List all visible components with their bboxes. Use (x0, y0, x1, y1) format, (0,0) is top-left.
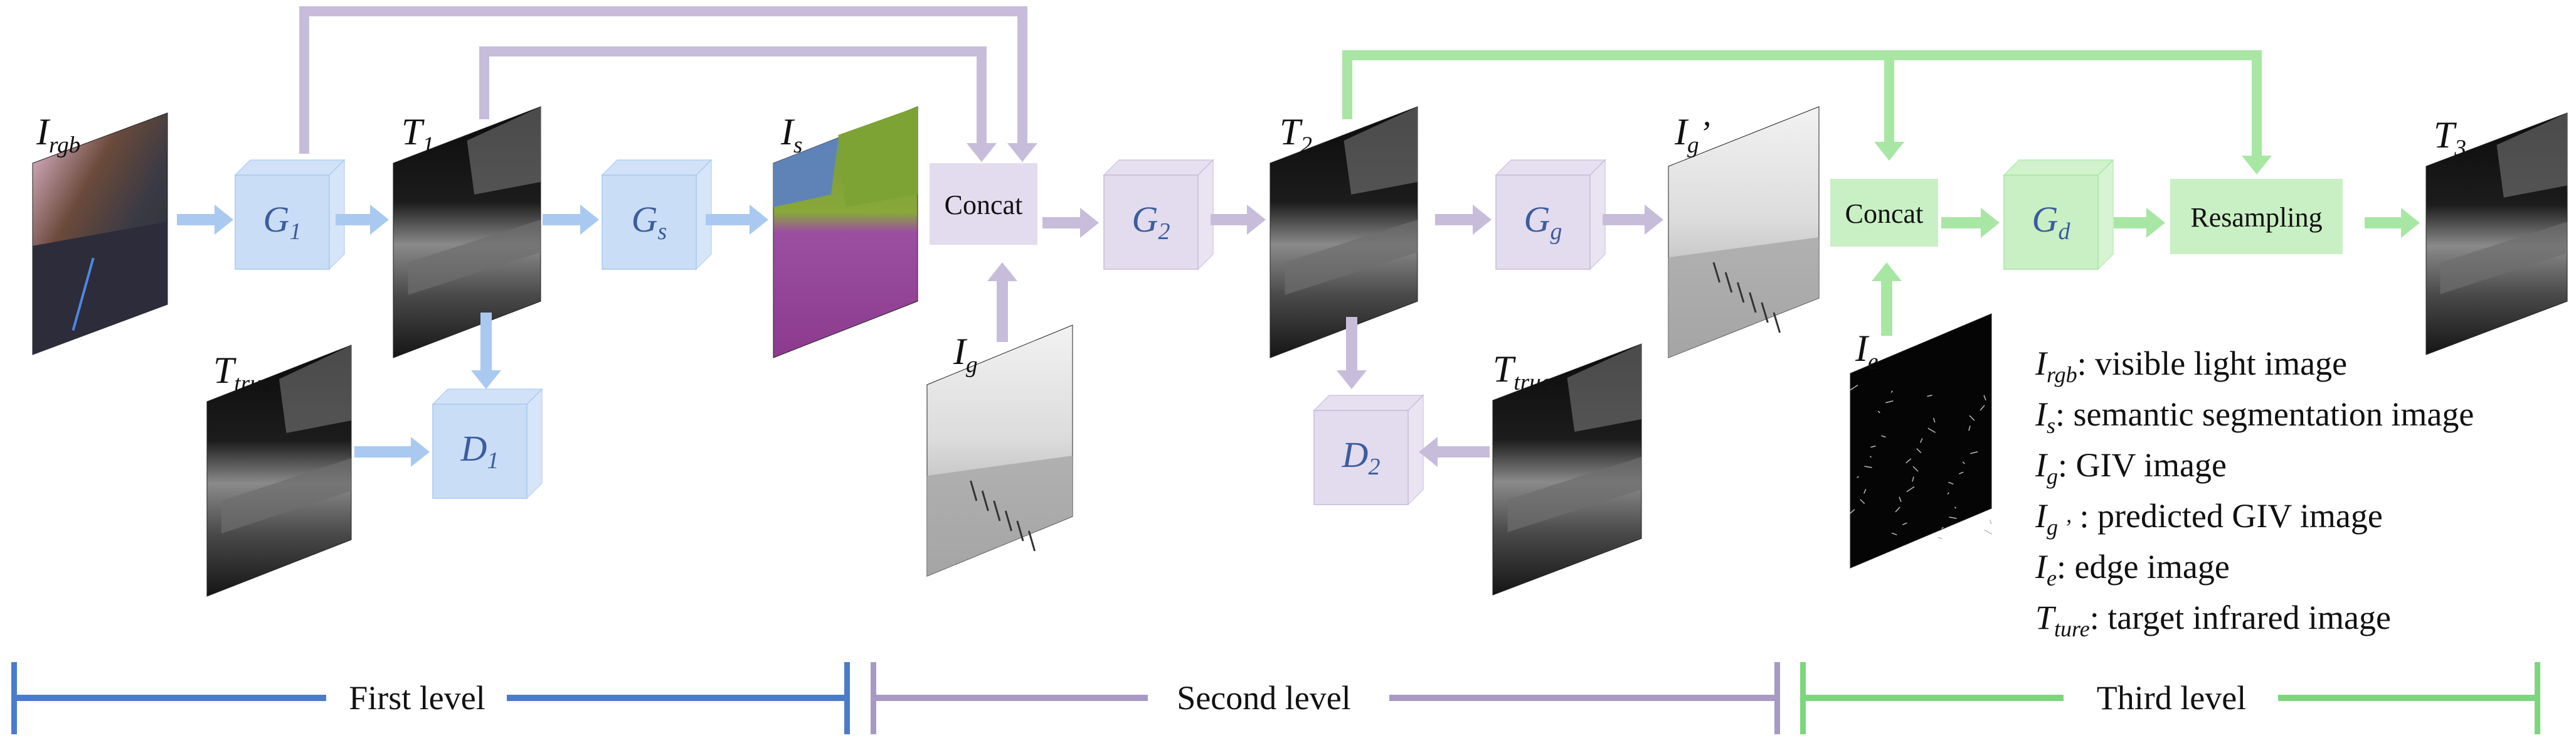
block-gg-label: Gg (1524, 199, 1562, 245)
arrow-gg-igp (1603, 205, 1663, 235)
level-second-label: Second level (1177, 679, 1350, 717)
label-t2: T2 (1280, 111, 1312, 158)
legend-item: Ig: GIV image (2035, 446, 2227, 489)
block-gd-label: Gd (2032, 199, 2071, 245)
arrow-ttrue2-d2 (1419, 437, 1490, 467)
skip-t2-concat2-arrowhead (1874, 142, 1904, 161)
legend-item: Is: semantic segmentation image (2035, 395, 2474, 438)
arrow-g2-t2 (1211, 205, 1266, 235)
block-g1: G1 (234, 159, 346, 270)
image-panel-igp (1668, 106, 1820, 358)
arrow-t1-d1 (471, 313, 501, 389)
label-is: Is (780, 111, 802, 158)
image-panel-ttrue2 (1492, 343, 1642, 596)
image-panel-is (773, 106, 918, 358)
block-gd: Gd (2003, 159, 2114, 270)
block-d2: D2 (1313, 394, 1424, 506)
block-d2-label: D2 (1342, 434, 1381, 480)
block-concat2-label: Concat (1845, 198, 1924, 229)
legend-item: Tture: target infrared image (2035, 599, 2391, 641)
image-panel-t2 (1269, 106, 1418, 358)
level-first-label: First level (349, 679, 485, 717)
arrow-resampling-t3 (2365, 208, 2420, 238)
label-ig: Ig (953, 331, 978, 378)
block-d1: D1 (432, 388, 543, 500)
label-ie: Ie (1855, 328, 1879, 375)
legend-item: Ie: edge image (2035, 548, 2230, 591)
label-i-rgb: Irgb (36, 111, 80, 158)
arrow-g1-t1 (336, 205, 389, 235)
image-panel-t1 (393, 106, 541, 358)
block-concat1-label: Concat (945, 190, 1023, 220)
arrow-rgb-g1 (177, 205, 233, 235)
arrow-t2-gg (1435, 205, 1492, 235)
label-t3: T3 (2434, 114, 2466, 161)
label-t1: T1 (401, 111, 434, 158)
block-g2: G2 (1103, 159, 1214, 270)
label-ttrue1: Ttrue (213, 350, 272, 397)
block-concat2: Concat (1830, 179, 1938, 247)
block-resampling: Resampling (2170, 179, 2343, 254)
level-third: Third level (1800, 662, 2540, 734)
skip-rgb-to-concat1 (299, 6, 1027, 154)
level-second: Second level (871, 662, 1780, 734)
arrow-ig-concat1 (987, 262, 1017, 342)
block-gs-label: Gs (632, 199, 667, 245)
arrow-concat1-g2 (1042, 208, 1099, 238)
skip-t2-concat2-line (1884, 55, 1894, 143)
block-d1-label: D1 (460, 428, 499, 474)
skip-t1-arrowhead (967, 143, 997, 162)
skip-rgb-arrowhead (1007, 143, 1037, 162)
legend-item: Irgb: visible light image (2035, 345, 2347, 387)
legend-item: Ig ’ : predicted GIV image (2035, 497, 2383, 540)
label-ig-prime: Ig’ (1674, 111, 1710, 158)
arrow-ie-concat2 (1872, 262, 1902, 336)
skip-t2-resampling-arrowhead (2242, 156, 2272, 174)
image-panel-ttrue1 (206, 345, 352, 597)
level-first: First level (11, 662, 850, 734)
arrow-ttrue1-d1 (354, 437, 430, 467)
skip-t1-to-concat1 (479, 46, 987, 144)
block-gs: Gs (601, 159, 713, 270)
arrow-t2-d2 (1337, 317, 1367, 389)
skip-t2-to-third (1342, 50, 2262, 157)
label-ttrue2: Ttrue (1493, 348, 1551, 395)
level-third-label: Third level (2097, 679, 2246, 717)
image-panel-ie (1849, 313, 1993, 569)
image-panel-t3 (2425, 112, 2568, 355)
arrow-t1-gs (543, 205, 599, 235)
block-gg: Gg (1495, 159, 1606, 270)
arrow-gd-resampling (2114, 208, 2165, 238)
block-g1-label: G1 (263, 199, 302, 245)
image-panel-ig (926, 324, 1073, 577)
block-concat1: Concat (930, 163, 1037, 245)
arrow-gs-is (706, 205, 768, 235)
image-panel-rgb (32, 112, 168, 355)
arrow-concat2-gd (1941, 208, 2000, 238)
block-resampling-label: Resampling (2190, 202, 2322, 233)
block-g2-label: G2 (1132, 199, 1170, 245)
